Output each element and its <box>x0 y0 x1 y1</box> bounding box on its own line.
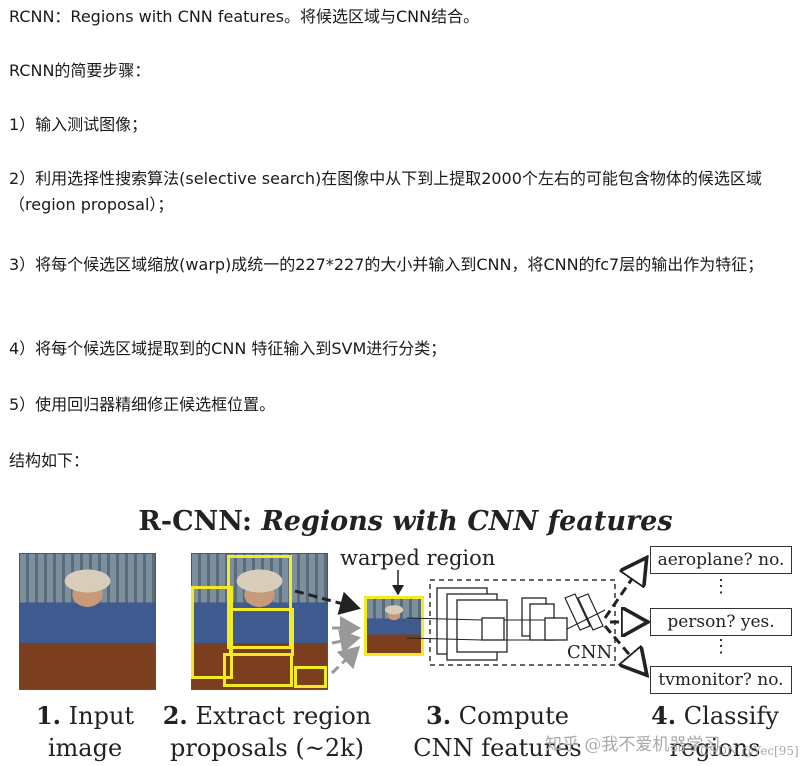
paragraph-structure: 结构如下： <box>9 451 90 470</box>
warped-region-label: warped region <box>340 546 496 570</box>
rcnn-figure: R-CNN: Regions with CNN features warped … <box>0 498 811 766</box>
paragraph-step-3: 3）将每个候选区域缩放(warp)成统一的227*227的大小并输入到CNN，将… <box>9 255 764 274</box>
class-box-tvmonitor: tvmonitor? no. <box>650 666 792 694</box>
proposal-box-1 <box>227 555 292 649</box>
step-1-line2: image <box>47 734 123 762</box>
class-dots-2: ⋮ <box>712 636 730 657</box>
figure-title-italic: Regions with CNN features <box>261 506 673 537</box>
step-4-num: 4. <box>651 701 677 730</box>
step-2-line1: Extract region <box>195 702 372 730</box>
step-3-num: 3. <box>426 701 452 730</box>
pipeline-arrows <box>294 498 811 766</box>
cnn-label: CNN <box>567 642 613 663</box>
figure-title: R-CNN: Regions with CNN features <box>0 506 811 537</box>
paragraph-step-4: 4）将每个候选区域提取到的CNN 特征输入到SVM进行分类； <box>9 339 447 358</box>
paragraph-step-5: 5）使用回归器精细修正候选框位置。 <box>9 395 276 414</box>
figure-title-prefix: R-CNN: <box>138 506 252 537</box>
class-box-person: person? yes. <box>650 608 792 636</box>
step-1-num: 1. <box>35 701 61 730</box>
input-image <box>19 553 156 690</box>
proposal-box-5 <box>294 666 327 688</box>
paragraph-intro: RCNN：Regions with CNN features。将候选区域与CNN… <box>9 7 480 26</box>
step-2-line2: proposals (~2k) <box>170 734 364 762</box>
proposal-box-4 <box>223 653 293 687</box>
step-2-label: 2. Extract region proposals (~2k) <box>162 700 372 764</box>
step-4-line1: Classify <box>683 702 779 730</box>
zhihu-watermark: 知乎 @我不爱机器学习 <box>545 735 721 755</box>
step-4-line2: regions <box>669 734 761 762</box>
step-4-label: 4. Classify regions <box>640 700 790 764</box>
csdn-watermark: CSDN @Yec[95] <box>700 744 799 758</box>
step-2-num: 2. <box>162 701 188 730</box>
paragraph-step-2: 2）利用选择性搜索算法(selective search)在图像中从下到上提取2… <box>9 169 762 214</box>
step-1-label: 1. Input image <box>20 700 150 764</box>
paragraph-steps-heading: RCNN的简要步骤： <box>9 61 151 80</box>
class-box-aeroplane: aeroplane? no. <box>650 546 792 574</box>
step-3-line2: CNN features <box>413 734 582 762</box>
step-3-line1: Compute <box>458 702 569 730</box>
step-1-line1: Input <box>68 702 135 730</box>
paragraph-step-1: 1）输入测试图像； <box>9 115 148 134</box>
class-dots-1: ⋮ <box>712 576 730 597</box>
warped-region-image <box>364 596 424 656</box>
step-3-label: 3. Compute CNN features <box>405 700 590 764</box>
